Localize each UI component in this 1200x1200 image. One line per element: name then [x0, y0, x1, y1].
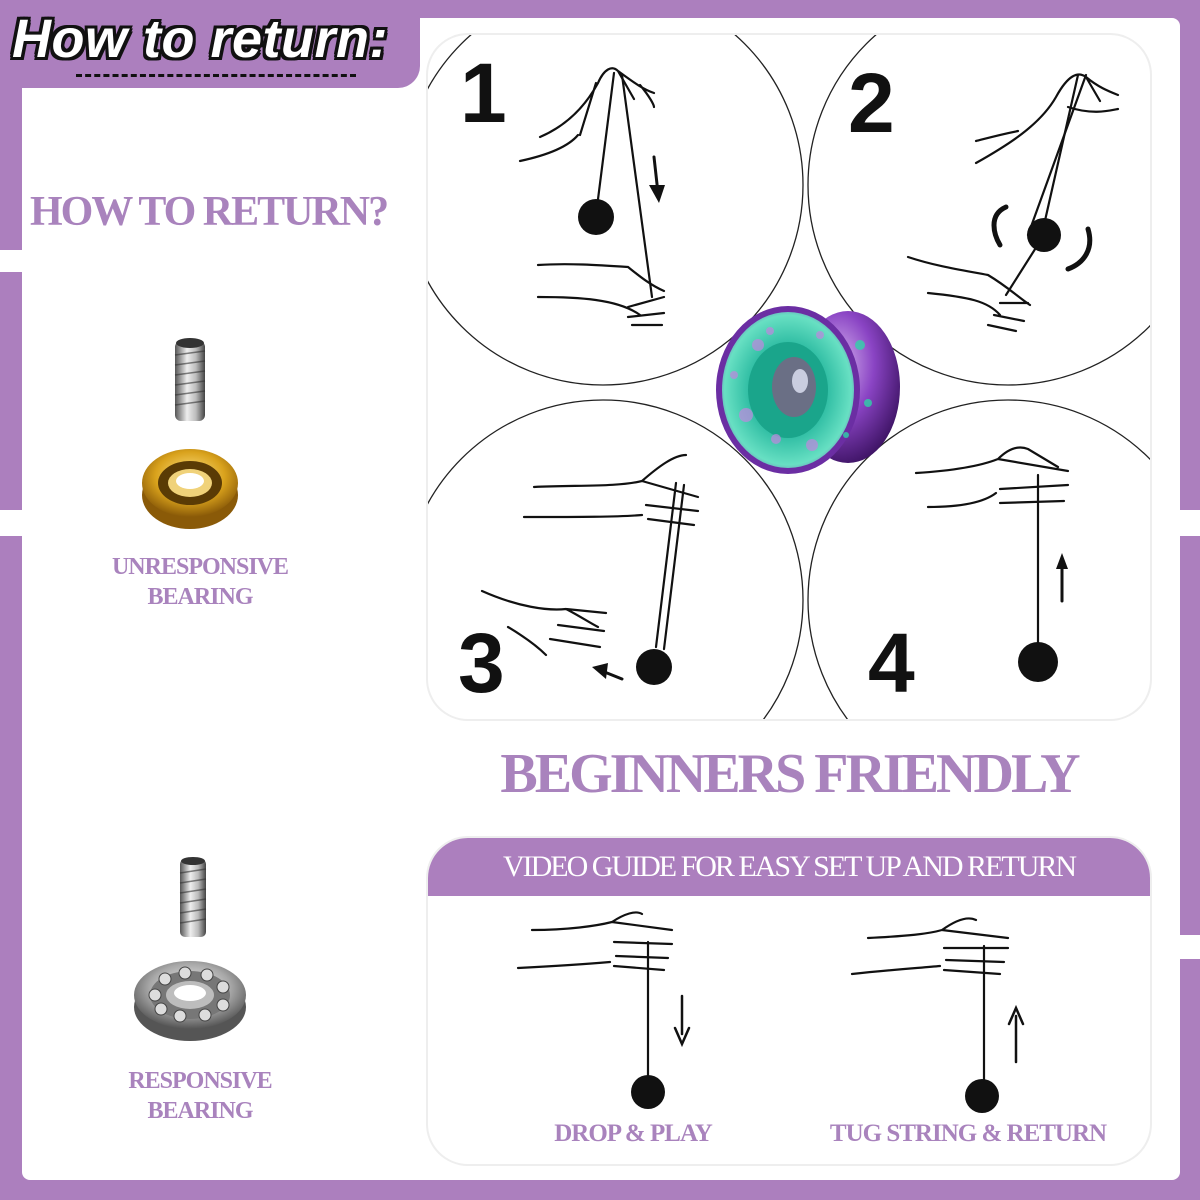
- steel-bearing-icon: [134, 857, 246, 1041]
- video-guide-illustration: [516, 911, 1025, 1113]
- bearing-label-line: BEARING: [147, 584, 253, 610]
- tug-return-label: TUG STRING & RETURN: [829, 1120, 1107, 1147]
- section-heading: HOW TO RETURN?: [30, 189, 389, 235]
- step-1-drawing: [518, 67, 666, 327]
- step-4-drawing: [914, 446, 1070, 663]
- steps-illustration: [428, 35, 1150, 719]
- steps-card: 1 2 3 4: [428, 35, 1150, 719]
- page-title: How to return:: [12, 9, 388, 69]
- bearing-label-line: RESPONSIVE: [128, 1068, 272, 1094]
- frame-gap: [1180, 510, 1200, 536]
- step-3-drawing: [480, 453, 700, 681]
- step-2-drawing: [906, 73, 1120, 333]
- step-number-1: 1: [460, 46, 507, 140]
- step-number-4: 4: [868, 616, 915, 710]
- unresponsive-bearing-label: UNRESPONSIVE BEARING: [100, 552, 300, 612]
- frame-gap: [0, 250, 22, 272]
- yoyo-ball-4: [1018, 642, 1058, 682]
- gold-bearing-icon: [142, 338, 238, 529]
- yoyo-ball-3: [636, 649, 672, 685]
- title-tab: How to return:: [0, 0, 420, 88]
- yoyo-ball-2: [1027, 218, 1061, 252]
- drop-play-label: DROP & PLAY: [554, 1120, 713, 1147]
- bearing-label-line: BEARING: [147, 1098, 253, 1124]
- step-number-3: 3: [458, 616, 505, 710]
- frame-gap: [1180, 935, 1200, 959]
- step-number-2: 2: [848, 56, 895, 150]
- bearing-label-line: UNRESPONSIVE: [111, 554, 289, 580]
- tagline: BEGINNERS FRIENDLY: [500, 743, 1080, 805]
- video-guide-card: VIDEO GUIDE FOR EASY SET UP AND RETURN D…: [428, 838, 1150, 1164]
- title-underline: [76, 74, 356, 77]
- video-guide-header: VIDEO GUIDE FOR EASY SET UP AND RETURN: [428, 838, 1150, 896]
- frame-gap: [0, 510, 22, 536]
- yoyo-ball-drop: [631, 1075, 665, 1109]
- responsive-bearing-label: RESPONSIVE BEARING: [100, 1066, 300, 1126]
- yoyo-ball-return: [965, 1079, 999, 1113]
- yoyo-product-image: [716, 306, 900, 474]
- yoyo-ball-1: [578, 199, 614, 235]
